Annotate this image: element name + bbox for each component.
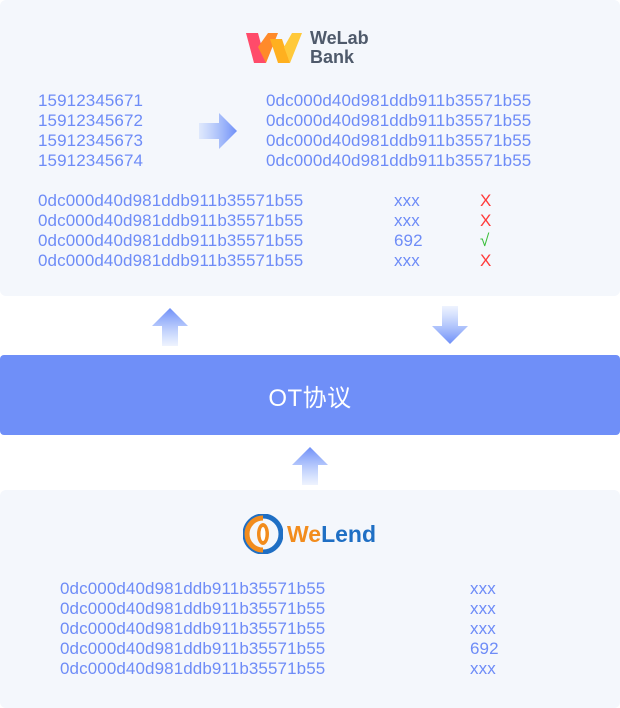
lend-hash: 0dc000d40d981ddb911b35571b55 xyxy=(60,659,326,678)
match-hash: 0dc000d40d981ddb911b35571b55 xyxy=(38,191,304,210)
match-value: 692 xyxy=(394,231,423,250)
lend-row: 0dc000d40d981ddb911b35571b55 xxx xyxy=(60,599,499,619)
hashed-value: 0dc000d40d981ddb911b35571b55 xyxy=(266,131,532,150)
welab-mark-icon xyxy=(246,33,302,63)
welend-word-we: We xyxy=(287,520,322,547)
welab-wordmark: WeLab Bank xyxy=(310,29,369,67)
ot-protocol-bar: OT协议 xyxy=(0,355,620,435)
lend-hash: 0dc000d40d981ddb911b35571b55 xyxy=(60,639,326,658)
cross-mark-icon: X xyxy=(480,251,492,270)
match-row: 0dc000d40d981ddb911b35571b55 xxx X xyxy=(38,211,520,231)
match-value: xxx xyxy=(394,251,420,270)
welend-word-lend: Lend xyxy=(321,520,377,547)
welab-bank-logo: WeLab Bank xyxy=(244,29,369,67)
hashed-value: 0dc000d40d981ddb911b35571b55 xyxy=(266,111,532,130)
cross-mark-icon: X xyxy=(480,211,492,230)
ot-protocol-label: OT协议 xyxy=(268,384,352,412)
match-row: 0dc000d40d981ddb911b35571b55 xxx X xyxy=(38,251,520,271)
lend-row: 0dc000d40d981ddb911b35571b55 xxx xyxy=(60,579,499,599)
match-value: xxx xyxy=(394,191,420,210)
phone-number: 15912345674 xyxy=(38,151,144,170)
match-value: xxx xyxy=(394,211,420,230)
lend-row: 0dc000d40d981ddb911b35571b55 xxx xyxy=(60,659,499,679)
lend-row: 0dc000d40d981ddb911b35571b55 xxx xyxy=(60,619,499,639)
match-hash: 0dc000d40d981ddb911b35571b55 xyxy=(38,251,304,270)
phone-number: 15912345672 xyxy=(38,111,144,130)
match-row: 0dc000d40d981ddb911b35571b55 692 √ xyxy=(38,231,520,251)
lend-hash: 0dc000d40d981ddb911b35571b55 xyxy=(60,599,326,618)
lend-hash: 0dc000d40d981ddb911b35571b55 xyxy=(60,619,326,638)
welend-mark-icon xyxy=(243,514,283,554)
arrow-down-icon xyxy=(432,306,468,344)
hashed-value: 0dc000d40d981ddb911b35571b55 xyxy=(266,91,532,110)
check-mark-icon: √ xyxy=(480,231,490,250)
match-row: 0dc000d40d981ddb911b35571b55 xxx X xyxy=(38,191,520,211)
lend-value: xxx xyxy=(470,579,496,598)
welend-logo: WeLend xyxy=(243,514,376,554)
lend-value: xxx xyxy=(470,619,496,638)
lend-hash: 0dc000d40d981ddb911b35571b55 xyxy=(60,579,326,598)
arrow-right-icon xyxy=(199,113,237,149)
welend-panel xyxy=(0,490,620,708)
phone-number: 15912345671 xyxy=(38,91,144,110)
phone-number: 15912345673 xyxy=(38,131,144,150)
lend-row: 0dc000d40d981ddb911b35571b55 692 xyxy=(60,639,499,659)
cross-mark-icon: X xyxy=(480,191,492,210)
welend-wordmark: WeLend xyxy=(287,521,376,548)
hashed-value: 0dc000d40d981ddb911b35571b55 xyxy=(266,151,532,170)
arrow-up-icon xyxy=(152,308,188,346)
lend-value: xxx xyxy=(470,659,496,678)
lend-value: xxx xyxy=(470,599,496,618)
match-hash: 0dc000d40d981ddb911b35571b55 xyxy=(38,231,304,250)
welab-word-line1: WeLab xyxy=(310,28,369,48)
lend-value: 692 xyxy=(470,639,499,658)
welab-word-line2: Bank xyxy=(310,47,355,67)
arrow-up-icon xyxy=(292,447,328,485)
match-hash: 0dc000d40d981ddb911b35571b55 xyxy=(38,211,304,230)
